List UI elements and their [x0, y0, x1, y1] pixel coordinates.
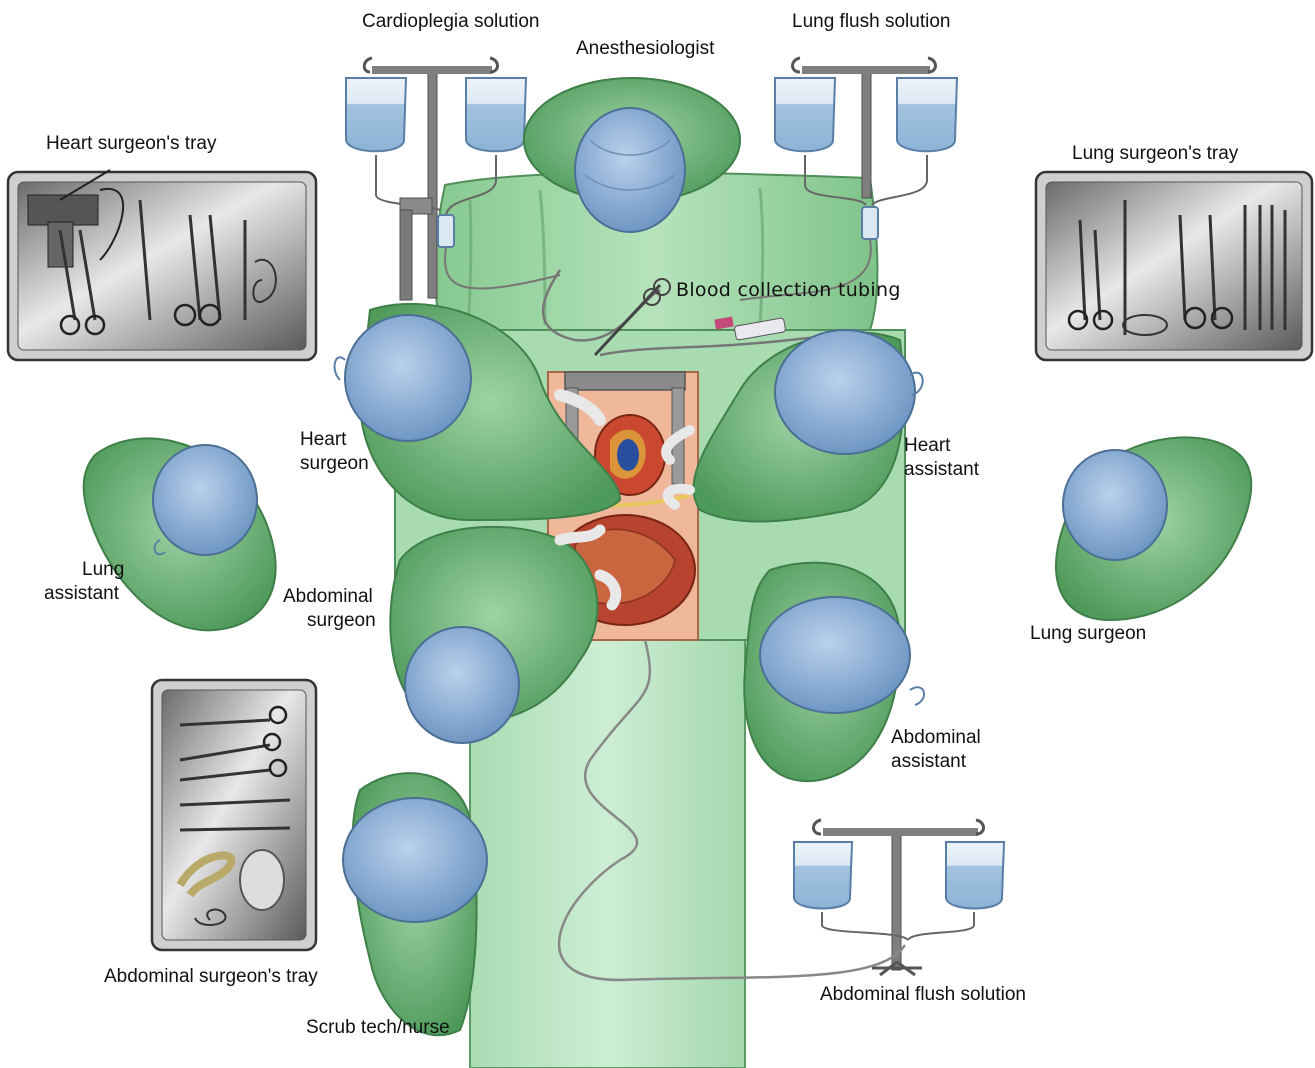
cardioplegia-bag-left — [346, 78, 406, 151]
lung-flush-bag-right — [897, 78, 957, 151]
abdominal-surgeon-label: Abdominal surgeon — [283, 585, 376, 633]
scrub-tech-label: Scrub tech/nurse — [306, 1016, 450, 1040]
anesthesiologist-label: Anesthesiologist — [576, 37, 714, 61]
abdominal-surgeon-label-line2: surgeon — [283, 609, 376, 633]
heart-surgeon-label-line1: Heart — [300, 428, 369, 452]
heart-assistant-label-line2: assistant — [904, 458, 979, 482]
abdominal-assistant-label-line1: Abdominal — [891, 726, 981, 750]
abdominal-surgeon-label-line1: Abdominal — [283, 585, 376, 609]
heart-surgeon-label-line2: surgeon — [300, 452, 369, 476]
abdominal-flush-bag-right — [946, 842, 1004, 909]
lung-surgeon-tray — [1036, 172, 1312, 360]
abdominal-surgeon-tray — [152, 680, 316, 950]
blood-tubing-label: Blood collection tubing — [676, 278, 901, 302]
heart-assistant-label-line1: Heart — [904, 434, 979, 458]
lung-assistant-cap — [153, 445, 257, 555]
lung-flush-bag-left — [775, 78, 835, 151]
lung-assistant-label-line1: Lung — [44, 558, 124, 582]
abdominal-tray-label: Abdominal surgeon's tray — [104, 965, 318, 989]
heart-assistant-label: Heart assistant — [904, 434, 979, 482]
scrub-tech-cap — [343, 798, 487, 922]
cardioplegia-label: Cardioplegia solution — [362, 10, 539, 34]
abdominal-surgeon-cap — [405, 627, 519, 743]
abdominal-assistant-label: Abdominal assistant — [891, 726, 981, 774]
abdominal-assistant-cap — [760, 597, 910, 713]
heart-surgeon-label: Heart surgeon — [300, 428, 369, 476]
lung-assistant-label: Lung assistant — [44, 558, 124, 606]
scrub-tech-figure — [343, 773, 487, 1035]
abdominal-assistant-label-line2: assistant — [891, 750, 981, 774]
lung-surgeon-label: Lung surgeon — [1030, 622, 1146, 646]
lung-tray-label: Lung surgeon's tray — [1072, 142, 1238, 166]
lung-flush-label: Lung flush solution — [792, 10, 950, 34]
abdominal-flush-label: Abdominal flush solution — [820, 983, 1026, 1007]
lung-surgeon-figure — [1056, 437, 1251, 620]
heart-assistant-cap — [775, 330, 915, 454]
abdominal-flush-bag-left — [794, 842, 852, 909]
lung-assistant-label-line2: assistant — [44, 582, 124, 606]
lung-surgeon-cap — [1063, 450, 1167, 560]
heart-tray-label: Heart surgeon's tray — [46, 132, 216, 156]
heart-surgeon-tray — [8, 170, 316, 360]
heart-surgeon-cap — [345, 315, 471, 441]
cardioplegia-bag-right — [466, 78, 526, 151]
anesthesiologist-cap — [575, 108, 685, 232]
